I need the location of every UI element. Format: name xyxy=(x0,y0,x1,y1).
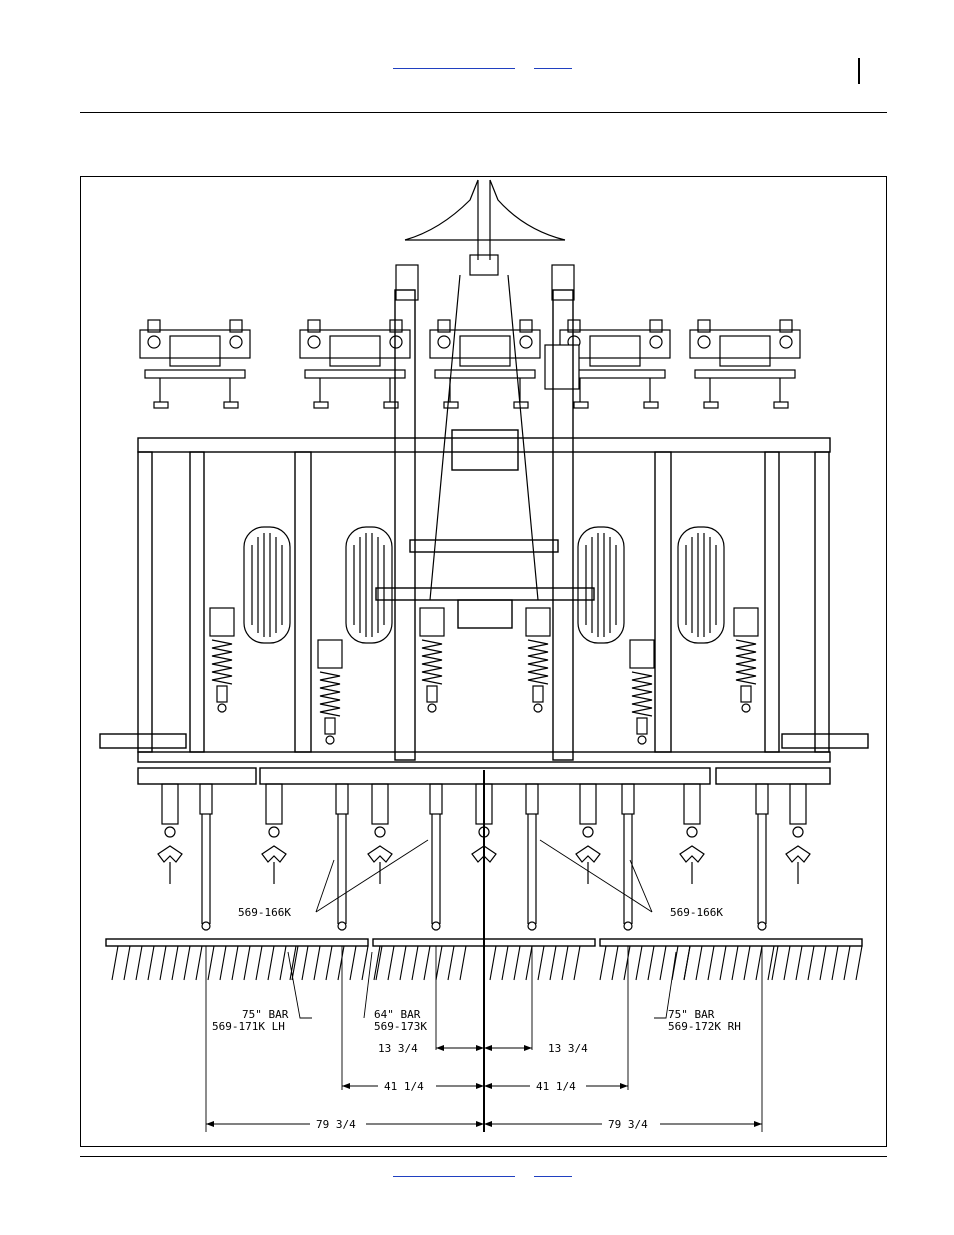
bar-center-part: 569-173K xyxy=(374,1020,427,1033)
bar-left-part: 569-171K LH xyxy=(212,1020,285,1033)
dim-inner-left: 13 3/4 xyxy=(378,1042,418,1055)
dim-mid-left: 41 1/4 xyxy=(384,1080,424,1093)
shank-callout-right: 569-166K xyxy=(670,906,723,919)
dim-mid-right: 41 1/4 xyxy=(536,1080,576,1093)
bar-right-part: 569-172K RH xyxy=(668,1020,741,1033)
footer-link-1[interactable] xyxy=(393,1176,515,1177)
footer-rule xyxy=(80,1156,887,1157)
dim-outer-right: 79 3/4 xyxy=(608,1118,648,1131)
dim-inner-right: 13 3/4 xyxy=(548,1042,588,1055)
footer-link-2[interactable] xyxy=(534,1176,572,1177)
shank-callout-left: 569-166K xyxy=(238,906,291,919)
dim-outer-left: 79 3/4 xyxy=(316,1118,356,1131)
